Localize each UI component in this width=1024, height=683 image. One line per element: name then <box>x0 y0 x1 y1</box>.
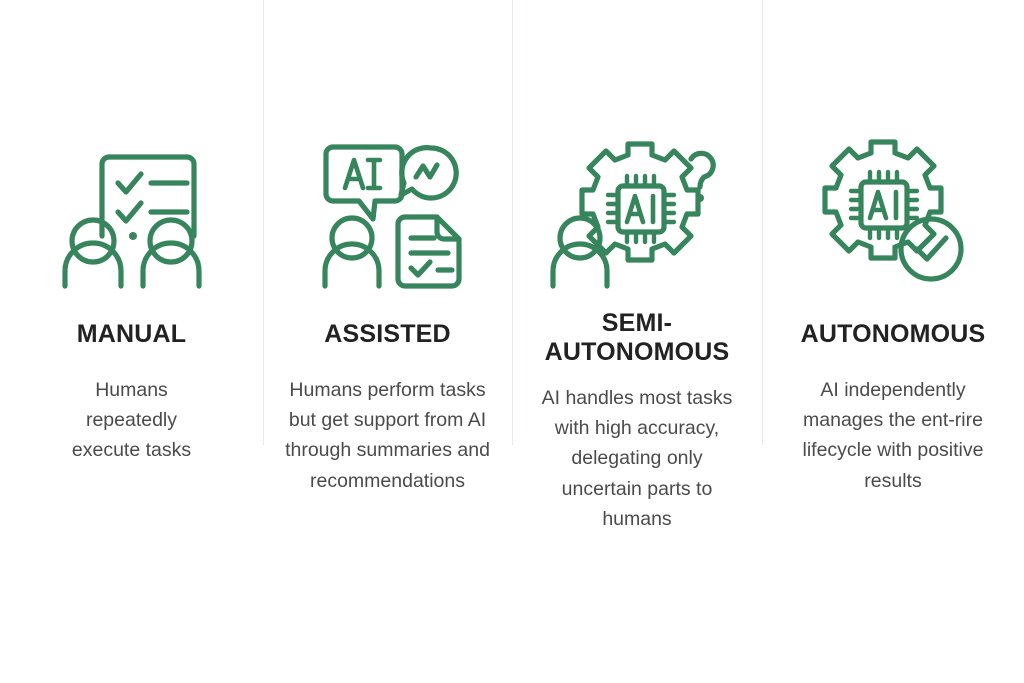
stage-description-autonomous: AI independently manages the ent-rire li… <box>802 379 984 492</box>
stage-column-assisted: ASSISTED Humans perform tasks but get su… <box>263 128 512 496</box>
stage-column-autonomous: AUTONOMOUS AI independently manages the … <box>762 128 1024 496</box>
stage-title-manual: MANUAL <box>76 320 187 348</box>
stage-description-assisted: Humans perform tasks but get support fro… <box>285 379 490 492</box>
stage-title-assisted: ASSISTED <box>324 320 451 348</box>
stage-title-semi-autonomous: SEMI-AUTONOMOUS <box>544 309 730 366</box>
two-people-checklist-board-icon <box>0 128 263 293</box>
column-divider-1 <box>263 0 264 445</box>
ai-gear-check-circle-icon <box>762 128 1024 293</box>
stage-description-semi-autonomous: AI handles most tasks with high accuracy… <box>541 387 733 530</box>
stage-columns: MANUAL Humans repeatedly execute tasks <box>0 128 1024 534</box>
person-ai-chat-bubble-document-icon <box>263 128 512 293</box>
stage-description-manual: Humans repeatedly execute tasks <box>71 379 192 462</box>
stage-column-semi-autonomous: SEMI-AUTONOMOUS AI handles most tasks wi… <box>512 128 762 534</box>
stage-title-autonomous: AUTONOMOUS <box>800 320 986 348</box>
column-divider-3 <box>762 0 763 445</box>
stage-column-manual: MANUAL Humans repeatedly execute tasks <box>0 128 263 466</box>
person-ai-gear-question-mark-icon <box>512 128 762 293</box>
column-divider-2 <box>512 0 513 445</box>
